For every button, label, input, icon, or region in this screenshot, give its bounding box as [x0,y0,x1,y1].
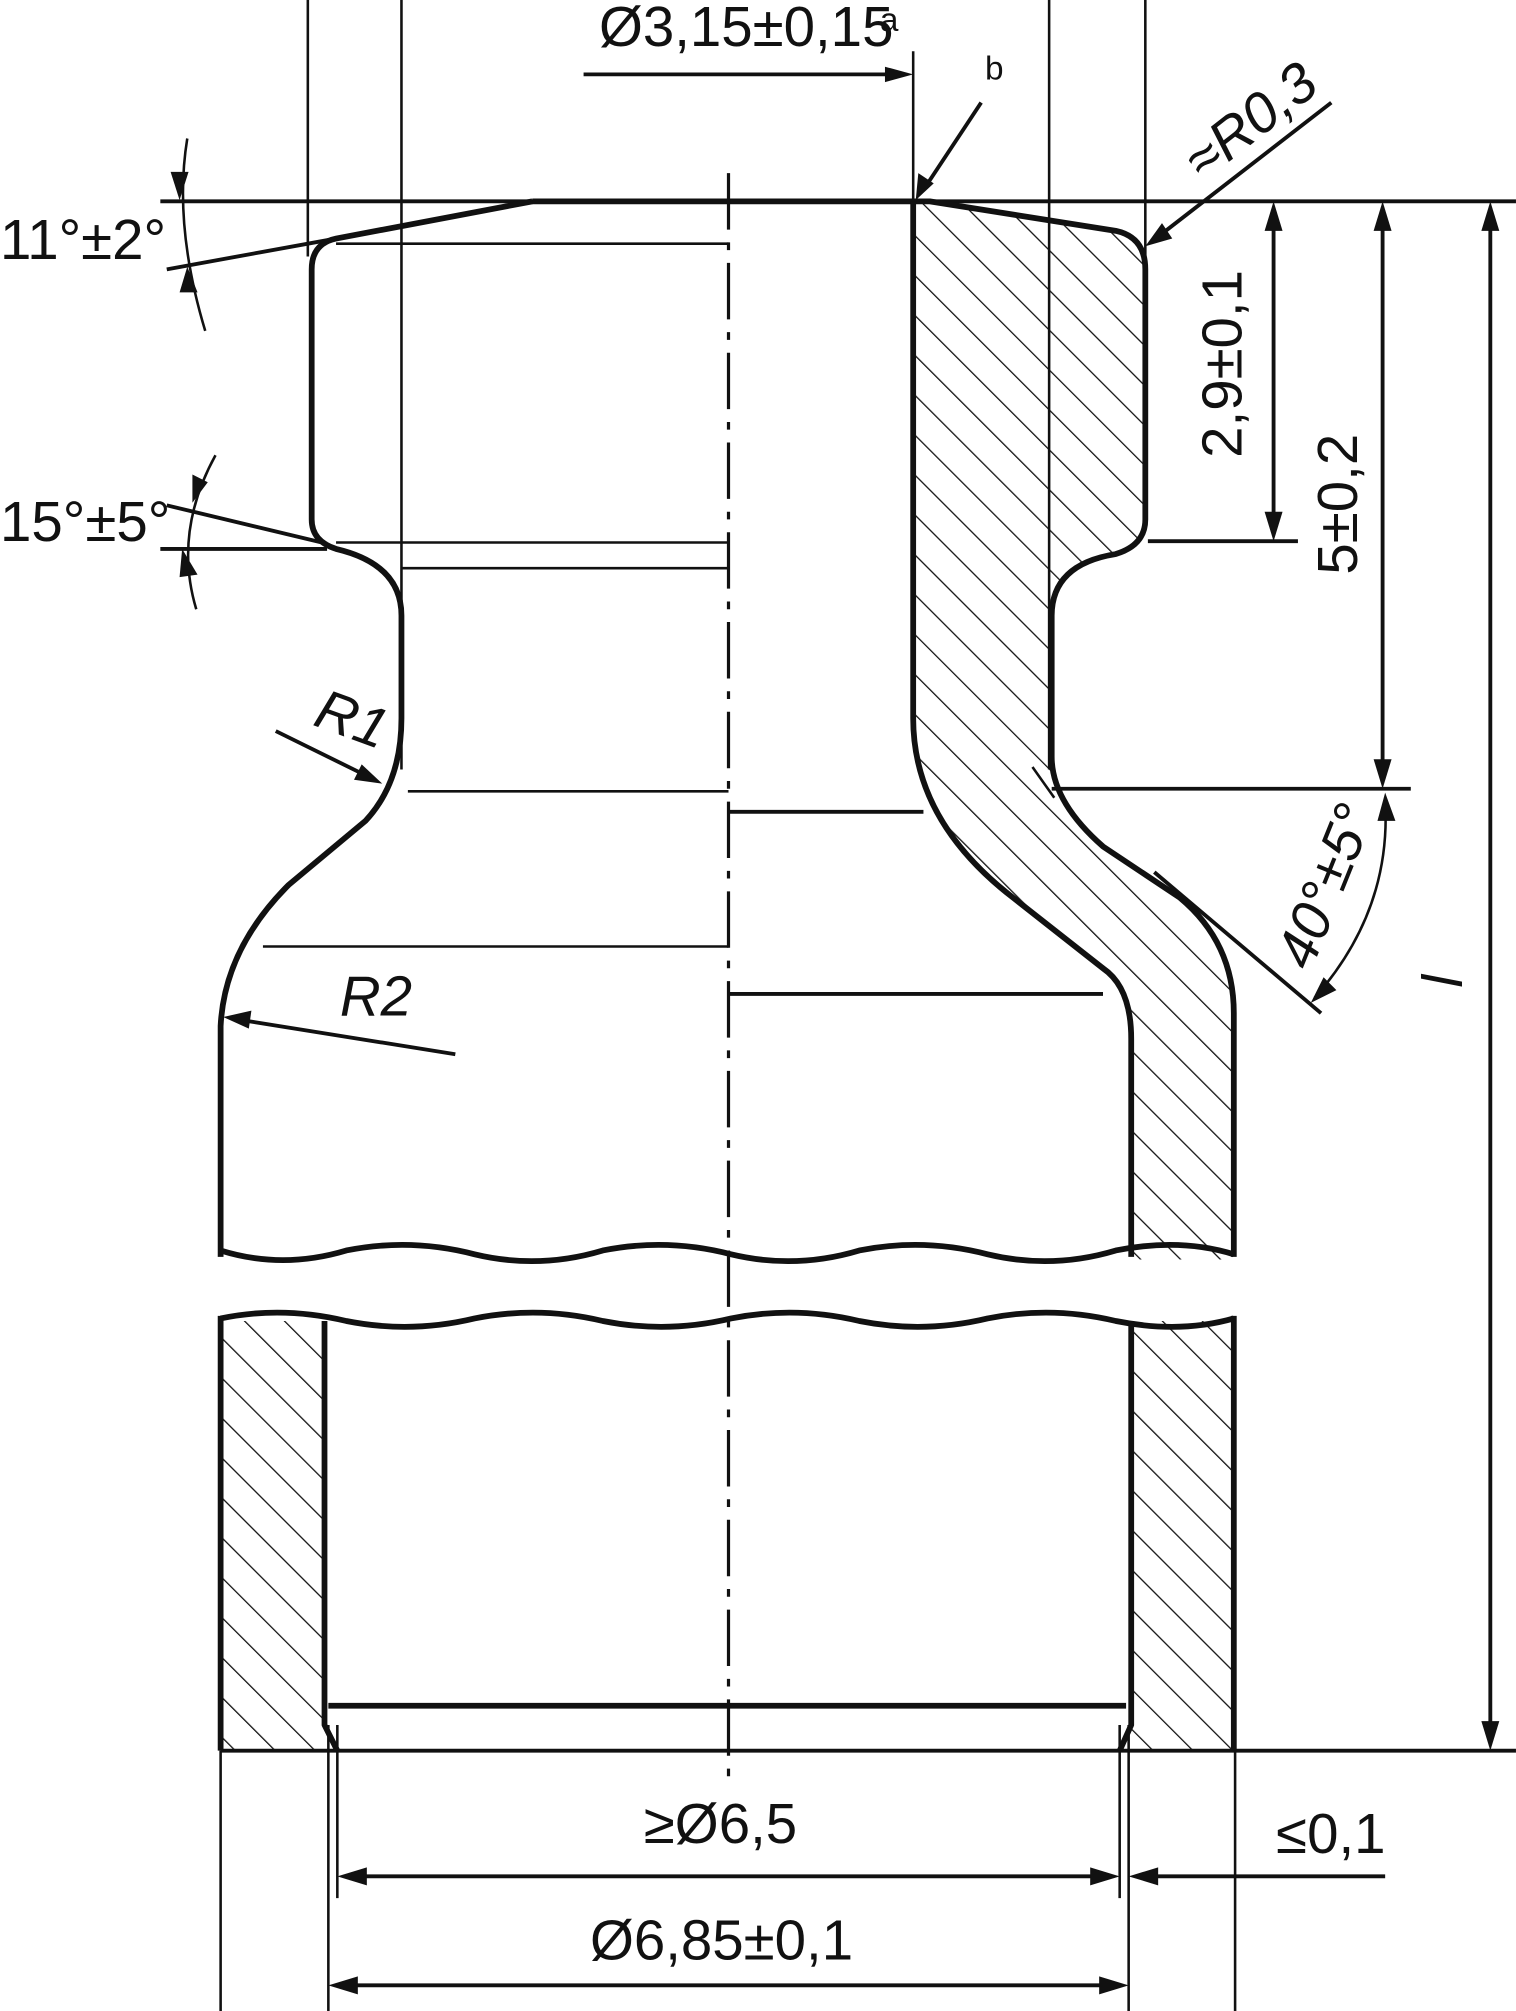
dim-angle-11 [166,138,337,332]
label-note-b: b [985,51,1004,88]
dim-chamfer [1128,1867,1386,1886]
label-angle-40: 40°±5° [1263,795,1385,976]
label-dia-bottom: Ø6,85±0,1 [590,1909,853,1972]
label-note-a: a [880,2,899,39]
label-dia-top: Ø3,15±0,15 [599,0,893,58]
construction-lines [262,242,1103,996]
dim-angle-15 [166,454,328,610]
dim-length-l [1481,201,1500,1751]
label-height-5: 5±0,2 [1306,434,1369,575]
label-angle-15: 15°±5° [0,490,170,553]
dim-top-diameter [583,66,914,83]
dim-height-29 [1264,201,1283,542]
label-radius-r1: R1 [308,677,397,761]
label-angle-11: 11°±2° [0,208,166,271]
dim-radius-r2 [223,1010,456,1057]
dim-bottom-diameter [328,1976,1129,1995]
label-chamfer: ≤0,1 [1276,1802,1385,1865]
part-outline [217,198,1237,1752]
dim-radius-top [1145,101,1333,247]
label-radius-r2: R2 [340,965,412,1028]
label-length-l: l [1411,974,1474,988]
label-dia-min: ≥Ø6,5 [644,1792,797,1855]
dim-height-5 [1373,201,1392,789]
section-hatching [220,201,1234,1751]
label-height-29: 2,9±0,1 [1191,270,1254,458]
dim-min-diameter [337,1867,1120,1886]
dim-radius-r1 [274,729,383,784]
note-b-leader [915,101,983,201]
dim-angle-40 [1153,792,1396,1015]
